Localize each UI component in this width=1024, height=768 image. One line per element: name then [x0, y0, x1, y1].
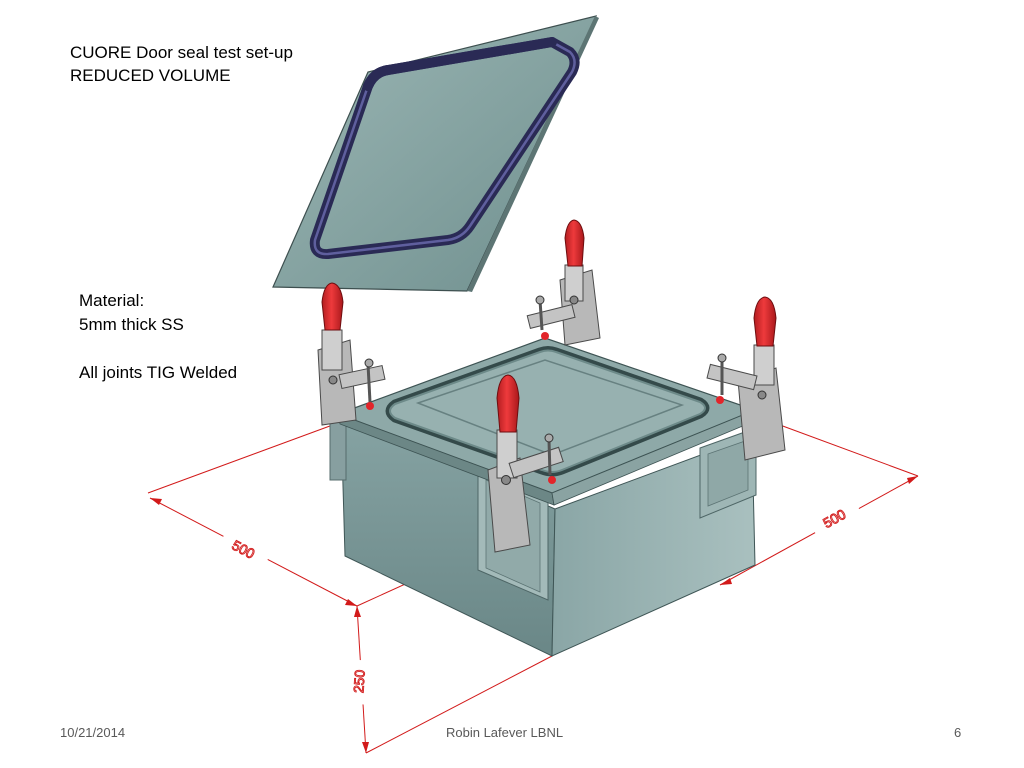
- door-lid: [272, 15, 599, 292]
- title-line-1: CUORE Door seal test set-up: [70, 43, 293, 62]
- footer-date: 10/21/2014: [60, 725, 126, 740]
- title-line-2: REDUCED VOLUME: [70, 66, 231, 85]
- toggle-clamp-front: [487, 374, 564, 553]
- weld-note: All joints TIG Welded: [79, 363, 238, 382]
- slide-title: CUORE Door seal test set-up REDUCED VOLU…: [70, 41, 293, 87]
- notes-spacer: [79, 337, 237, 361]
- footer-author: Robin Lafever LBNL: [446, 725, 564, 740]
- material-value: 5mm thick SS: [79, 315, 184, 334]
- toggle-clamp-right: [706, 296, 786, 461]
- toggle-clamp-left: [317, 282, 386, 426]
- material-notes: Material: 5mm thick SS All joints TIG We…: [79, 289, 237, 385]
- footer-page-number: 6: [954, 725, 962, 740]
- seal-test-box: [329, 337, 758, 657]
- dimension-height: 250: [350, 669, 368, 694]
- toggle-clamp-back: [526, 219, 601, 346]
- material-label: Material:: [79, 291, 145, 310]
